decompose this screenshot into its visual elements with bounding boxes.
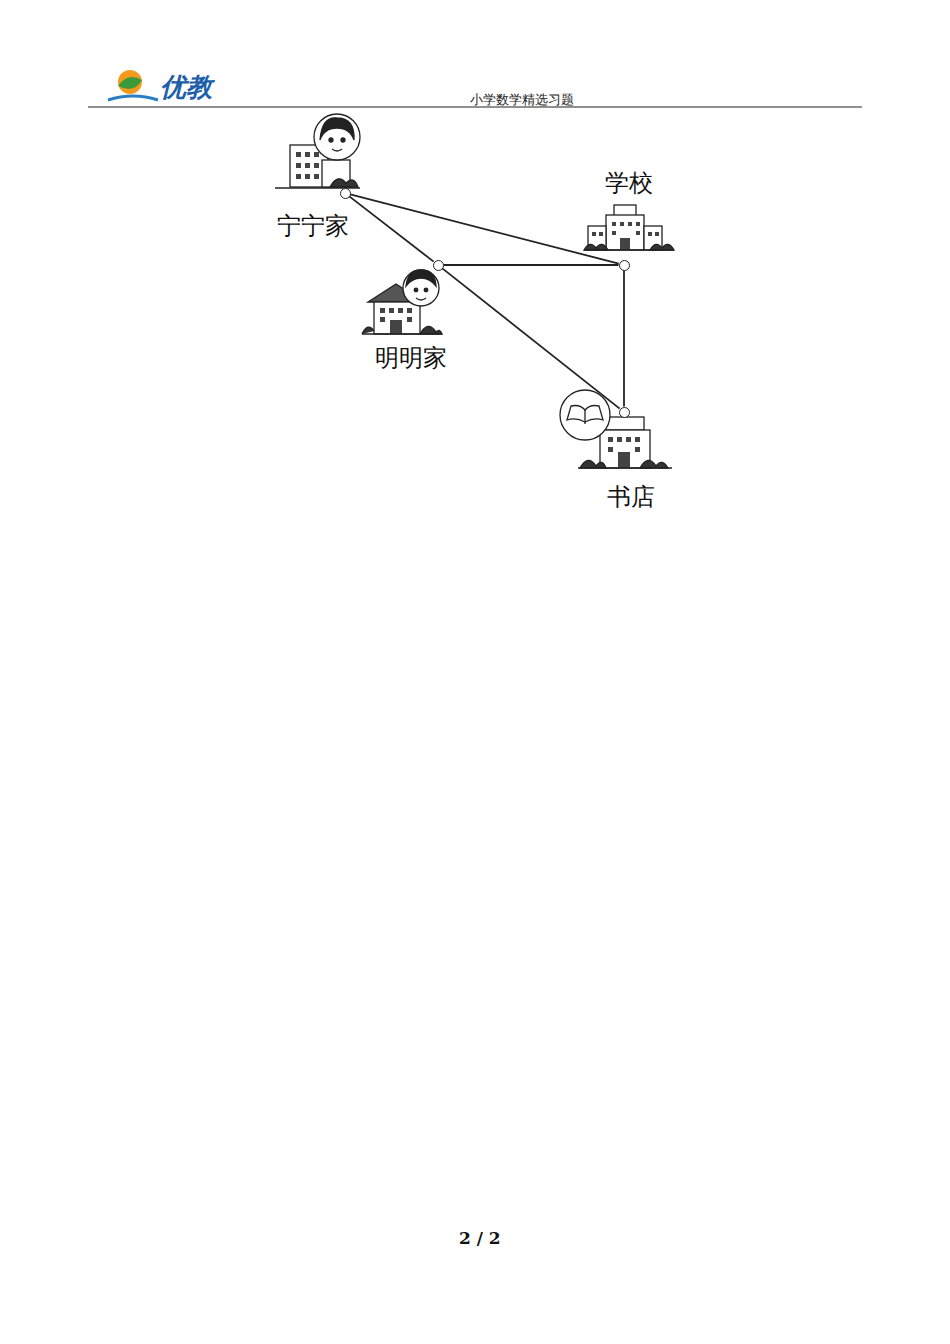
place-name: 明明家 (375, 342, 447, 374)
road-line (442, 268, 619, 408)
road-line (350, 194, 618, 263)
place-name: 书店 (607, 481, 655, 513)
place-point: 明明家 (433, 260, 444, 271)
place-point: 宁宁家 (340, 188, 351, 199)
logo-text: 优教 (160, 70, 212, 105)
mingming-house (362, 270, 442, 334)
ningning-house (275, 114, 360, 188)
road-line (349, 196, 433, 261)
logo-mark (108, 70, 158, 100)
header-title: 小学数学精选习题 (470, 91, 574, 109)
road-line (623, 271, 625, 407)
place-point: 学校 (619, 260, 630, 271)
school-building (584, 205, 674, 250)
place-point: 书店 (619, 407, 630, 418)
place-name: 宁宁家 (277, 210, 349, 242)
road-line (444, 264, 619, 266)
place-name: 学校 (605, 167, 653, 199)
page-number: 2 / 2 (459, 1228, 501, 1248)
bookstore-building (560, 390, 672, 468)
